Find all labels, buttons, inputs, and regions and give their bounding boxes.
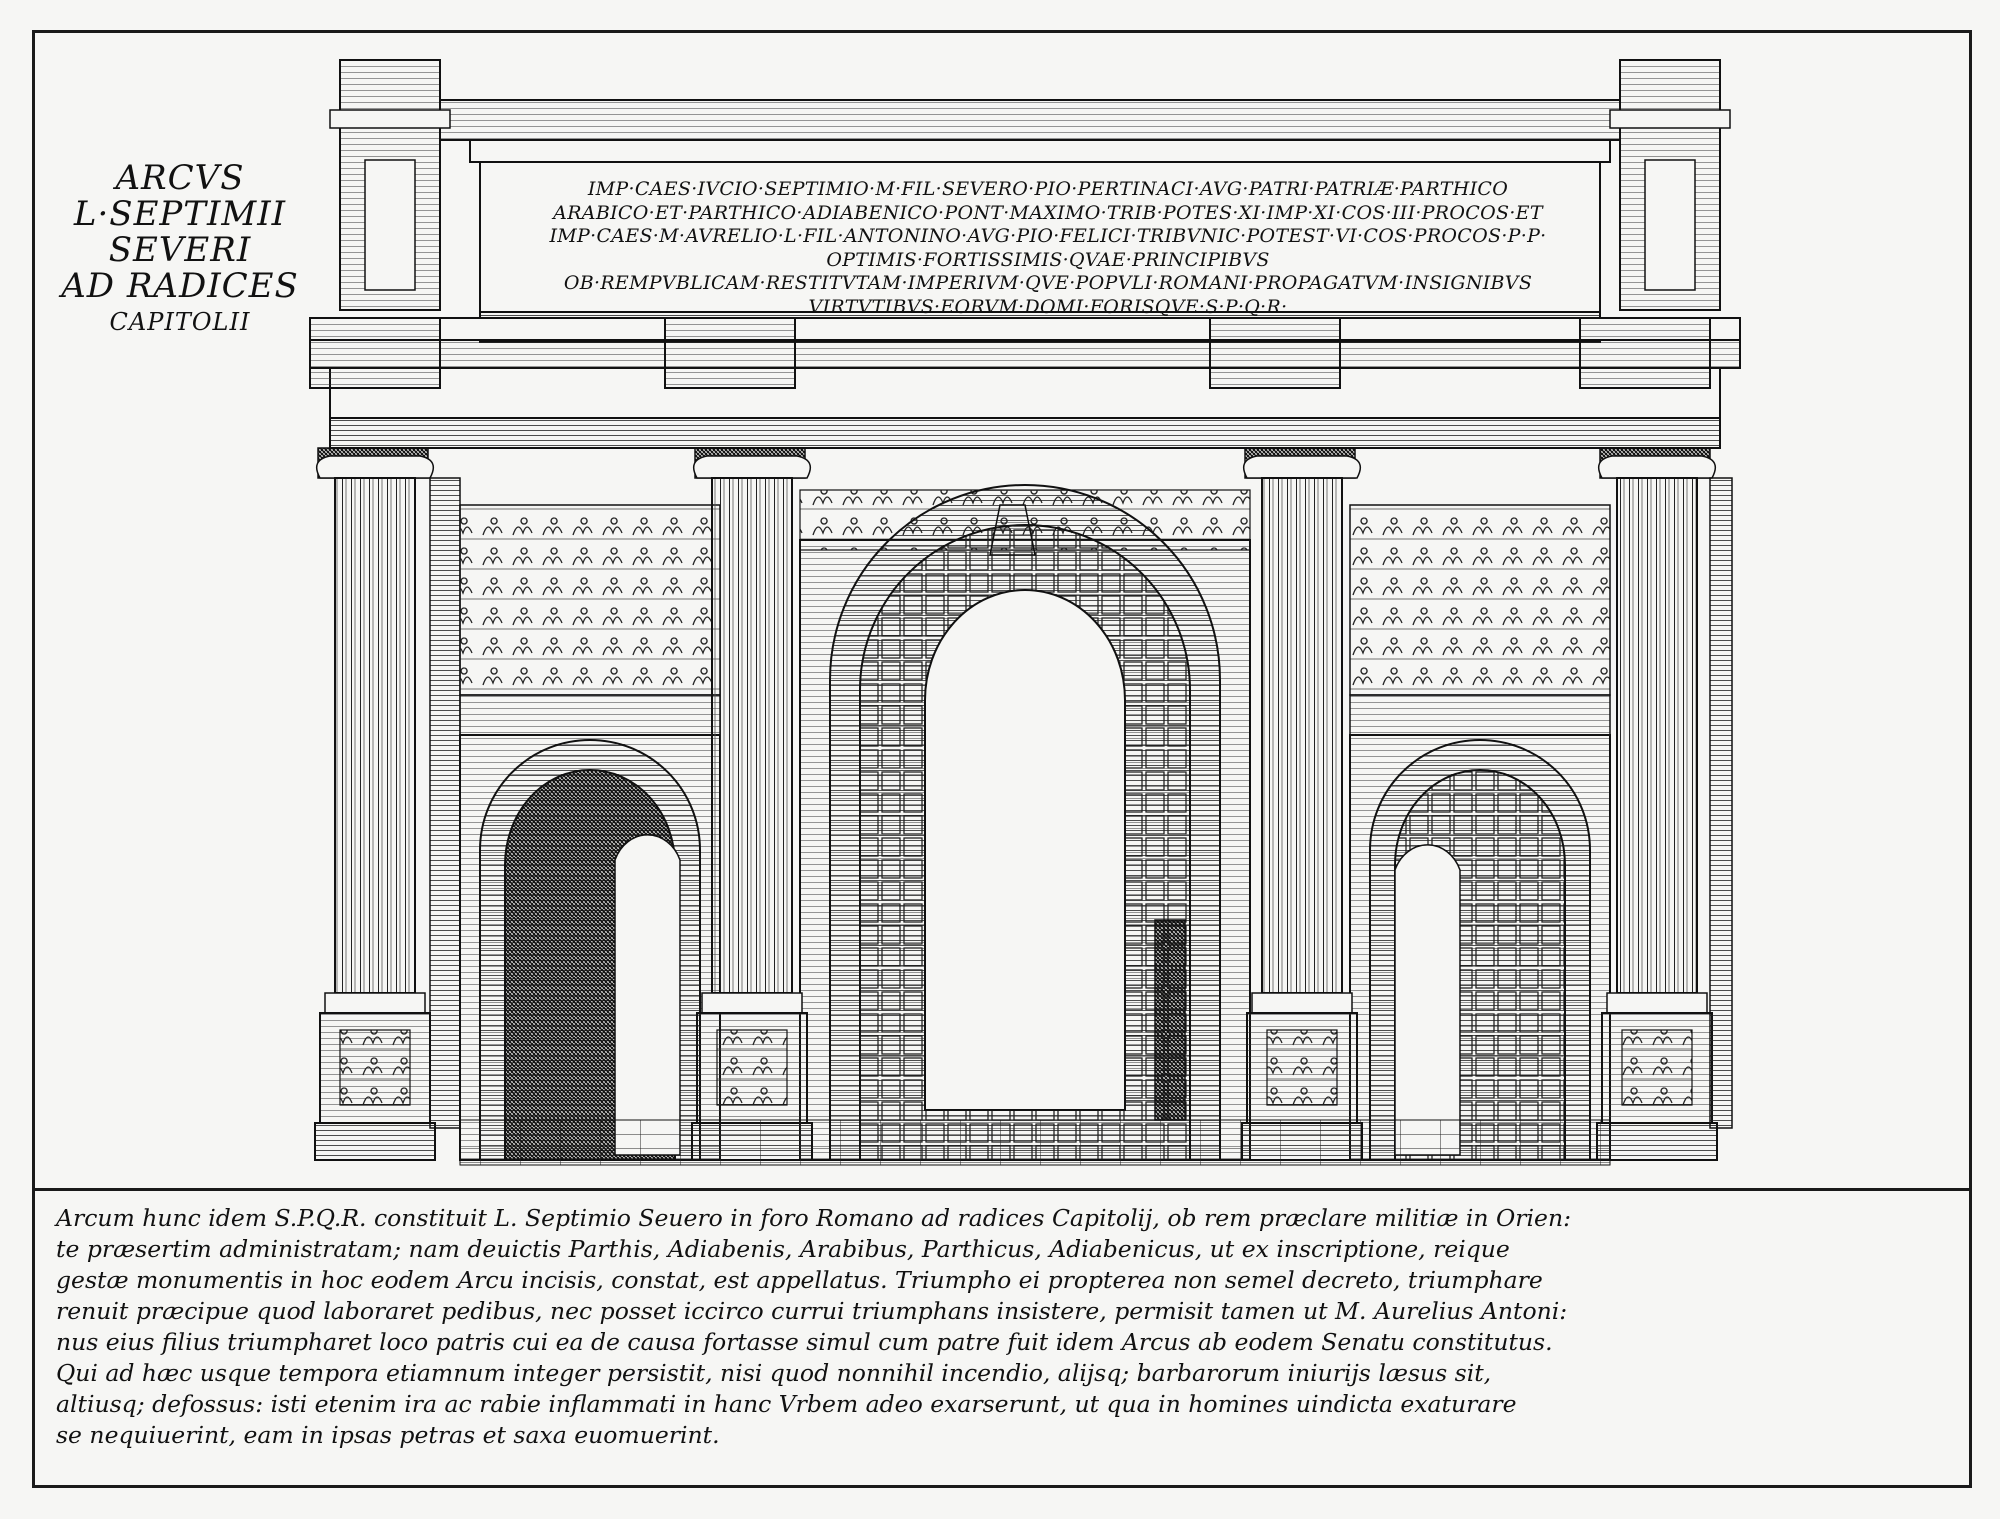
caption-line: Arcum hunc idem S.P.Q.R. constituit L. S… bbox=[56, 1204, 1572, 1232]
caption-line: te præsertim administratam; nam deuictis… bbox=[56, 1235, 1510, 1263]
inscription-line: ARABICO·ET·PARTHICO·ADIABENICO·PONT·MAXI… bbox=[553, 201, 1543, 224]
right-side-arch bbox=[1349, 734, 1611, 1161]
caption-line: gestæ monumentis in hoc eodem Arcu incis… bbox=[56, 1266, 1543, 1294]
caption-text: Arcum hunc idem S.P.Q.R. constituit L. S… bbox=[56, 1203, 1946, 1451]
attic-inscription: IMP·CAES·IVCIO·SEPTIMIO·M·FIL·SEVERO·PIO… bbox=[478, 178, 1618, 319]
central-arch bbox=[799, 484, 1251, 1161]
caption-line: nus eius filius triumpharet loco patris … bbox=[56, 1328, 1553, 1356]
caption-line: Qui ad hæc usque tempora etiamnum intege… bbox=[56, 1359, 1492, 1387]
inscription-line: VIRTVTIBVS·EORVM·DOMI·FORISQVE·S·P·Q·R· bbox=[808, 295, 1288, 318]
plate-border bbox=[32, 30, 1972, 1488]
caption-line: se nequiuerint, eam in ipsas petras et s… bbox=[56, 1421, 720, 1449]
pavement bbox=[459, 1119, 1611, 1166]
plate-title: ARCVS L·SEPTIMII SEVERI AD RADICES CAPIT… bbox=[60, 160, 300, 340]
inscription-line: OPTIMIS·FORTISSIMIS·QVAE·PRINCIPIBVS bbox=[826, 248, 1270, 271]
title-line: ARCVS bbox=[115, 158, 245, 198]
caption-line: altiusq; defossus: isti etenim ira ac ra… bbox=[56, 1390, 1517, 1418]
title-line: AD RADICES bbox=[61, 266, 299, 306]
left-side-arch bbox=[459, 734, 721, 1161]
inscription-line: IMP·CAES·IVCIO·SEPTIMIO·M·FIL·SEVERO·PIO… bbox=[587, 178, 1509, 200]
entablature bbox=[309, 317, 1741, 449]
title-line: L·SEPTIMII bbox=[73, 194, 287, 234]
inscription-line: OB·REMPVBLICAM·RESTITVTAM·IMPERIVM·QVE·P… bbox=[563, 272, 1533, 294]
caption-line: renuit præcipue quod laboraret pedibus, … bbox=[56, 1297, 1568, 1325]
caption-divider-line bbox=[32, 1188, 1972, 1191]
inscription-line: IMP·CAES·M·AVRELIO·L·FIL·ANTONINO·AVG·PI… bbox=[549, 225, 1547, 247]
title-line: CAPITOLII bbox=[109, 308, 251, 336]
title-line: SEVERI bbox=[108, 230, 252, 270]
